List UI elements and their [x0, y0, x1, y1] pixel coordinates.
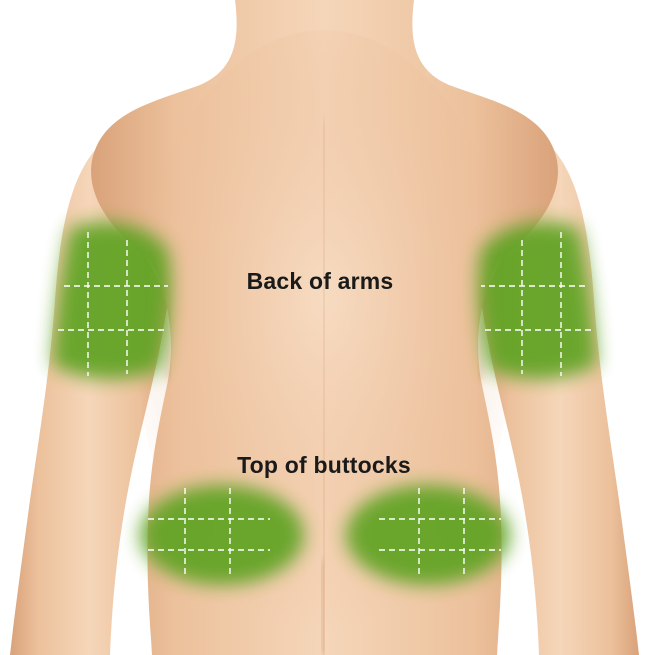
- top-of-buttocks-label: Top of buttocks: [237, 452, 411, 479]
- zone-back-of-right-arm: [478, 222, 597, 379]
- back-of-arms-label: Back of arms: [247, 268, 394, 295]
- zone-top-of-left-buttock: [140, 485, 304, 585]
- zone-back-of-left-arm: [52, 222, 171, 379]
- zone-top-of-right-buttock: [346, 485, 510, 585]
